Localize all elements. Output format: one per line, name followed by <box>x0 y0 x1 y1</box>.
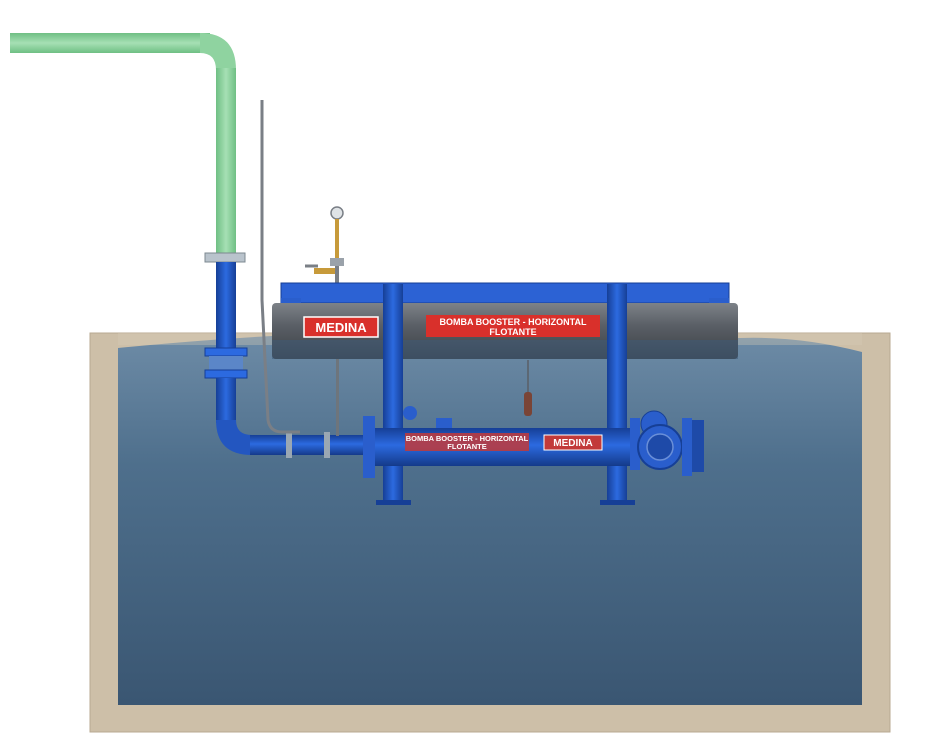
float-logo-plate: MEDINA <box>303 316 379 338</box>
green-supply-pipe <box>10 33 236 258</box>
pump-label-plate: BOMBA BOOSTER - HORIZONTAL FLOTANTE <box>405 433 529 451</box>
pump-brand-logo: MEDINA <box>553 438 592 449</box>
float-label-plate: BOMBA BOOSTER - HORIZONTAL FLOTANTE <box>426 315 600 337</box>
pipe-coupling <box>204 252 246 263</box>
pressure-gauge-assembly <box>305 206 344 436</box>
guide-rod <box>260 100 300 434</box>
pressure-gauge-icon <box>330 206 344 220</box>
level-sensor <box>524 360 532 416</box>
float-brand-logo: MEDINA <box>315 320 367 335</box>
pump-label-line2: FLOTANTE <box>447 442 486 451</box>
float-label-line1: BOMBA BOOSTER - HORIZONTAL <box>440 317 587 327</box>
pump-logo-plate: MEDINA <box>543 434 603 451</box>
pump-label-line1: BOMBA BOOSTER - HORIZONTAL <box>406 434 529 443</box>
float-label-line2: FLOTANTE <box>489 327 536 337</box>
pump-impeller-icon <box>646 433 674 461</box>
blue-discharge-pipe <box>204 262 365 458</box>
